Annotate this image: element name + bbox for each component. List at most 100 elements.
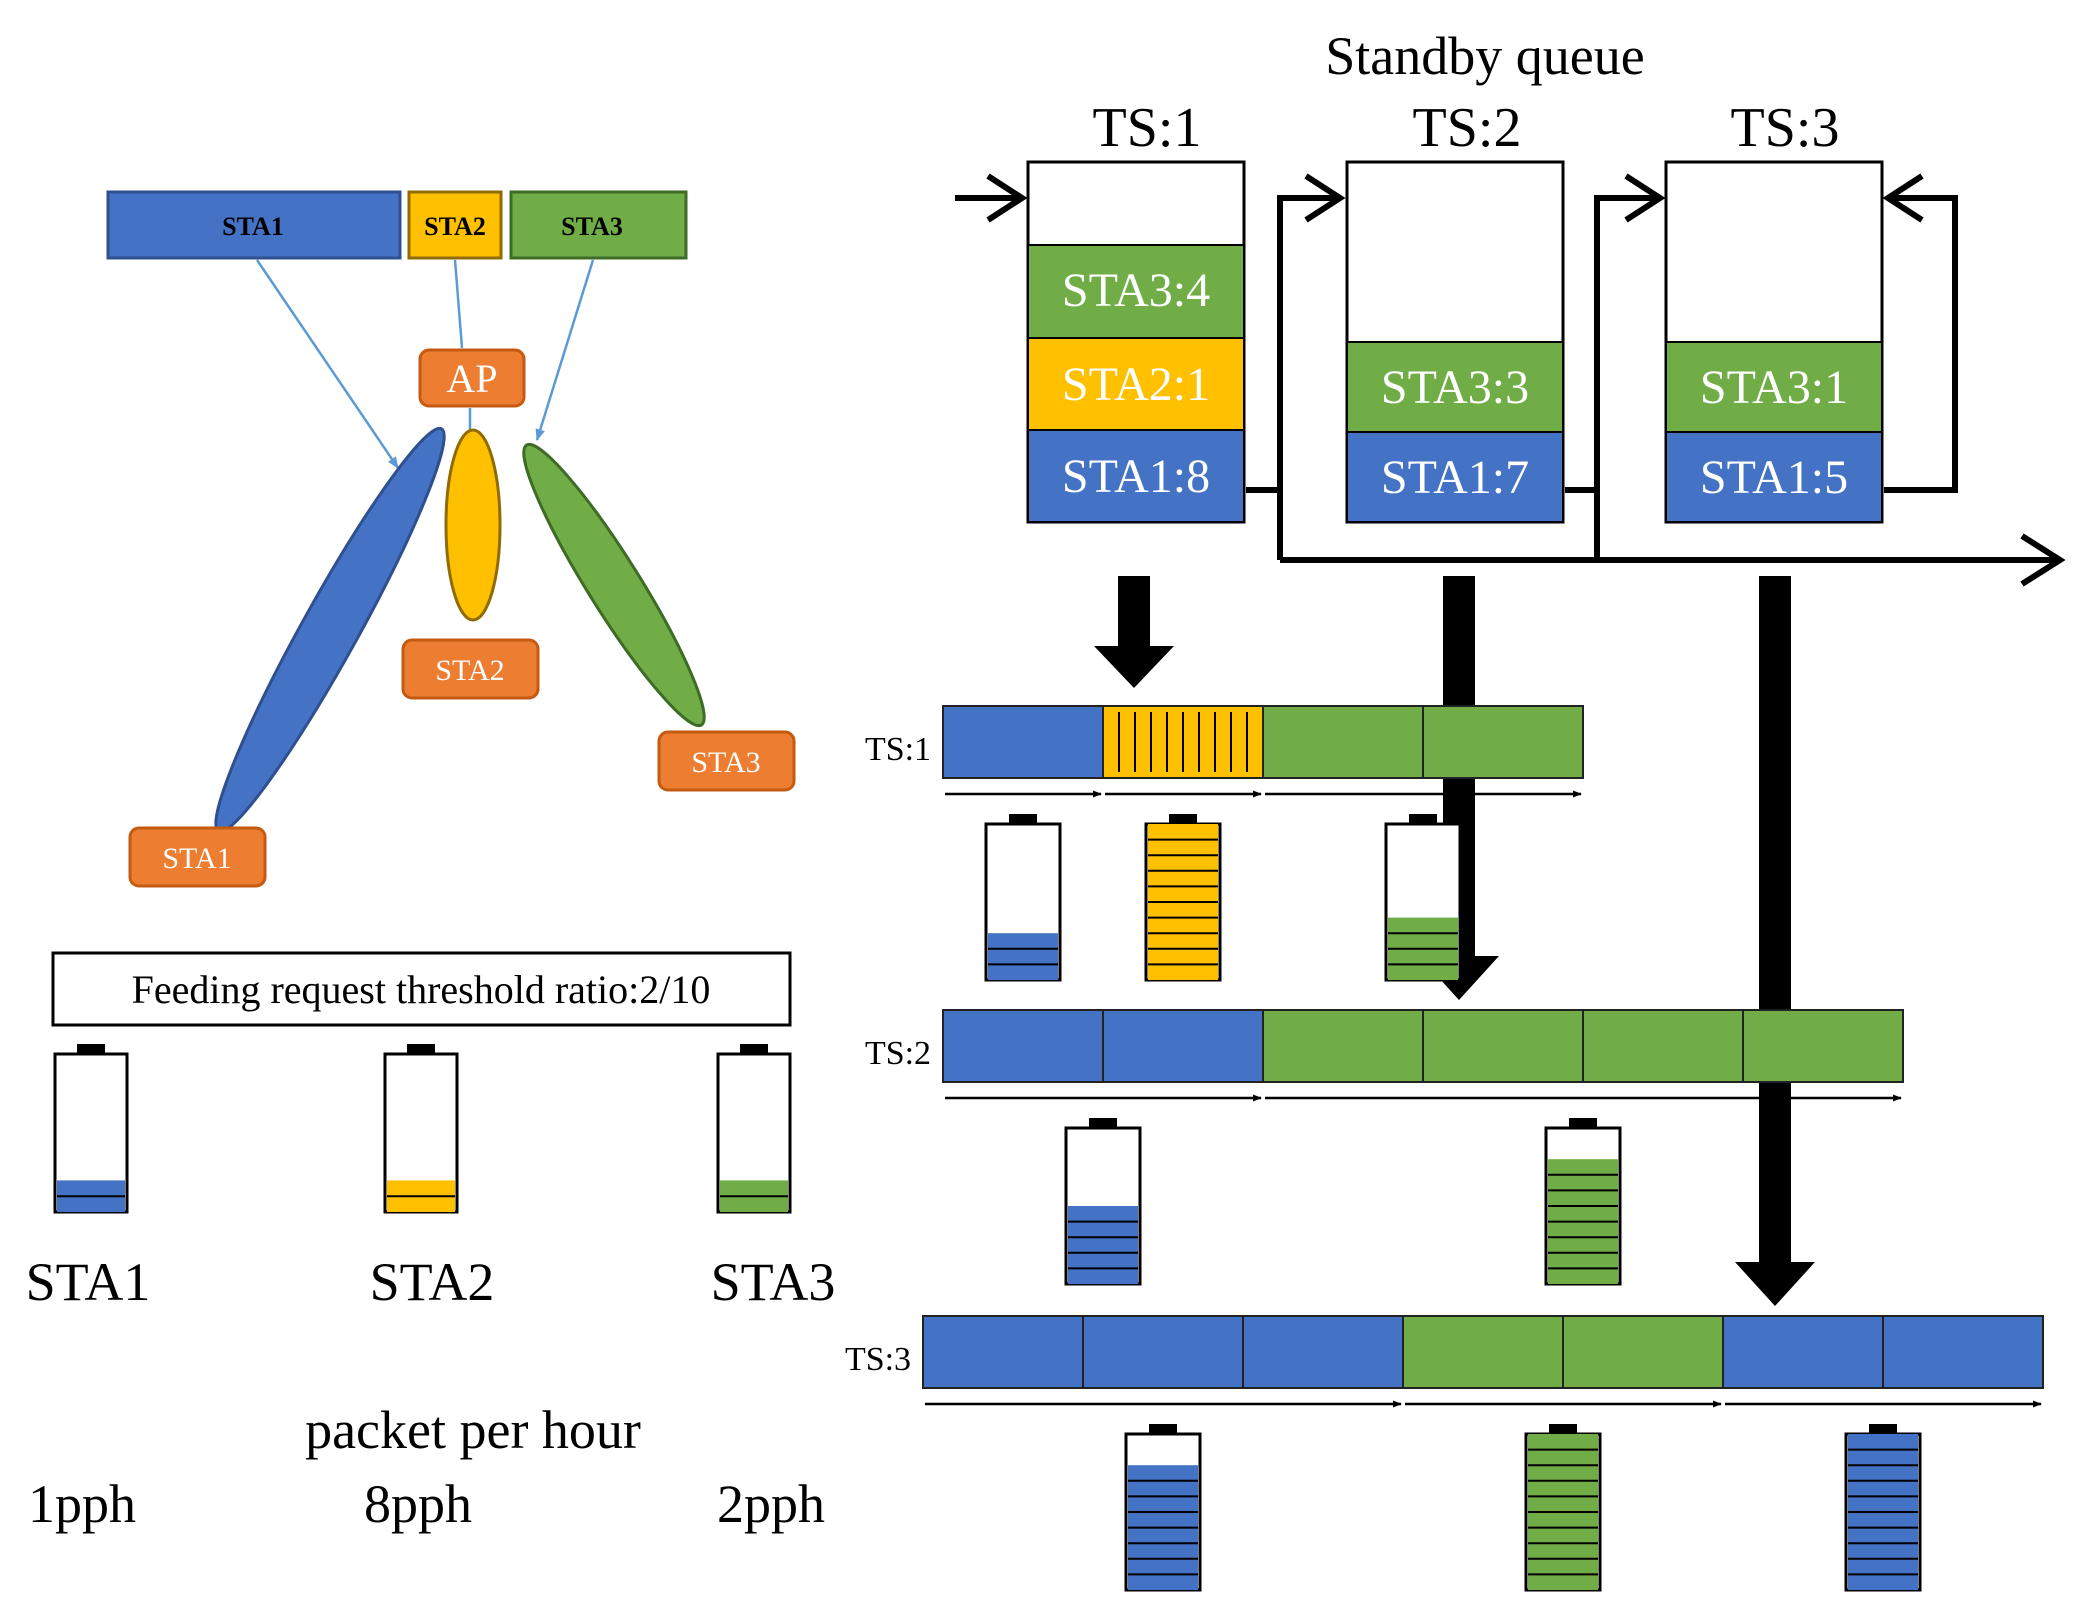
rates-caption: packet per hour [305,1400,641,1460]
station-sta1-label: STA1 [162,842,231,875]
queue-ts2-feed-arrowhead [1304,173,1346,223]
link-sta1 [255,259,400,469]
timeslot-ts3-battery [1124,1424,1202,1592]
station-sta2-label: STA2 [435,654,504,687]
timeslot-ts2-battery [1544,1118,1622,1286]
queue-ts2-entry-sta3-label: STA3:3 [1381,361,1529,414]
timeslot-ts1-segment [1422,705,1584,779]
threshold-text: Feeding request threshold ratio:2/10 [132,967,711,1012]
timeslot-ts3-segment [1402,1315,1564,1389]
dispatch-ts3-shaft [1759,576,1791,1264]
ap-label: AP [446,356,497,401]
timeslot-ts1-battery-cap [1409,814,1437,824]
queue-ts3-entry-sta1-label: STA1:5 [1700,451,1848,504]
queue-ts1-entry-sta3-label: STA3:4 [1062,264,1210,317]
timeslot-ts1-battery [1384,814,1462,982]
queue-ts2-output-line [1565,487,1600,560]
queue-ts3-loop-line [1884,195,1958,493]
threshold-battery-sta3-cap [740,1044,768,1054]
timeslot-ts2-segment [1582,1009,1744,1083]
queue-ts3-feed-arrowhead [1624,173,1666,223]
queue-ts1-entry-sta2 [1027,337,1245,431]
timeslot-ts2-segment [1422,1009,1584,1083]
timeslot-ts1-battery-cap [1009,814,1037,824]
queue-ts1-label: TS:1 [1093,97,1202,159]
timeslot-rows: TS:1 TS:2 TS:3 [845,705,2044,1592]
rate-sta3: 2pph [717,1474,825,1534]
rates-section: packet per hour 1pph 8pph 2pph [28,1400,825,1534]
queue-ts1-entry-sta2-label: STA2:1 [1062,358,1210,411]
timeslot-ts3-segment [1242,1315,1404,1389]
queue-input-arrowhead [986,173,1028,223]
queue-ts3-label: TS:3 [1731,97,1840,159]
topology: STA1 STA2 STA3 AP STA2 STA3 STA1 [106,190,796,888]
threshold-battery-sta3 [716,1044,792,1214]
timeslot-ts2-battery-cap [1089,1118,1117,1128]
timeslot-ts2-label: TS:2 [865,1035,931,1072]
standby-queue: Standby queue TS:1 TS:2 TS:3 STA3:4 STA2… [955,26,2066,587]
beam-sta3 [522,442,706,728]
dispatch-ts1-shaft [1118,576,1150,646]
timeslot-ts2-segment [1102,1009,1264,1083]
timeslot-ts3-battery [1844,1424,1922,1592]
timeslot-ts1-battery [984,814,1062,982]
queue-ts2-entry-sta3 [1346,341,1564,433]
threshold-station-label-sta3: STA3 [711,1252,836,1312]
timeslot-ts1-segment [1262,705,1424,779]
timeslot-ts2-battery-fill [1068,1206,1138,1284]
frame-sta3-block [509,190,688,260]
station-sta1-node [128,826,267,888]
threshold-box [51,951,792,1027]
timeslot-ts1-battery-cap [1169,814,1197,824]
threshold-batteries [53,1044,792,1214]
rate-sta2: 8pph [364,1474,472,1534]
queue-ts2-entry-sta1 [1346,431,1564,523]
timeslot-ts3-label: TS:3 [845,1341,911,1378]
queue-ts1-entry-sta1 [1027,429,1245,523]
frame-sta1-block [106,190,402,260]
beam-sta2 [444,428,502,622]
queue-ts1-entry-sta3 [1027,244,1245,339]
queue-ts3-feed-line [1594,195,1660,490]
timeslot-ts1-segment [942,705,1104,779]
threshold-station-label-sta1: STA1 [26,1252,151,1312]
threshold-battery-sta1 [53,1044,129,1214]
queue-output-arrowhead [2020,533,2066,587]
queue-ts3-entry-sta3-label: STA3:1 [1700,361,1848,414]
timeslot-ts2-segment [1742,1009,1904,1083]
threshold-battery-sta2-cap [407,1044,435,1054]
frame-sta2-block [407,190,503,260]
link-sta2 [453,259,464,349]
station-sta3-node [657,730,796,792]
queue-ts1-output-line [1246,487,1283,560]
threshold-battery-sta1-cap [77,1044,105,1054]
threshold-station-label-sta2: STA2 [370,1252,495,1312]
threshold-battery-sta2 [383,1044,459,1214]
frame-sta3-label: STA3 [561,212,623,241]
threshold-section: Feeding request threshold ratio:2/10 STA… [26,951,836,1312]
beam-sta1 [214,426,446,834]
frame-sta2-label: STA2 [424,212,486,241]
timeslot-ts2-battery [1064,1118,1142,1286]
dispatch-ts3-head [1735,1262,1815,1306]
link-sta3 [535,259,595,442]
frame-sta1-label: STA1 [222,212,284,241]
timeslot-ts1-battery-fill [988,933,1058,980]
queue-ts2-label: TS:2 [1413,97,1522,159]
queue-ts3-loop-arrowhead [1882,173,1924,223]
timeslot-ts3-segment [1562,1315,1724,1389]
timeslot-ts1-battery [1144,814,1222,982]
timeslot-ts1-bar [942,705,1584,982]
rate-sta1: 1pph [28,1474,136,1534]
timeslot-ts3-battery [1524,1424,1602,1592]
queue-ts3-entry-sta1 [1665,431,1883,523]
timeslot-ts3-battery-cap [1549,1424,1577,1434]
timeslot-ts2-bar [942,1009,1904,1286]
timeslot-ts2-battery-cap [1569,1118,1597,1128]
queue-ts2-feed-line [1277,195,1340,490]
standby-queue-title: Standby queue [1325,26,1644,86]
timeslot-ts3-segment [922,1315,1084,1389]
queue-ts2-entry-sta1-label: STA1:7 [1381,451,1529,504]
timeslot-ts3-bar [922,1315,2044,1592]
